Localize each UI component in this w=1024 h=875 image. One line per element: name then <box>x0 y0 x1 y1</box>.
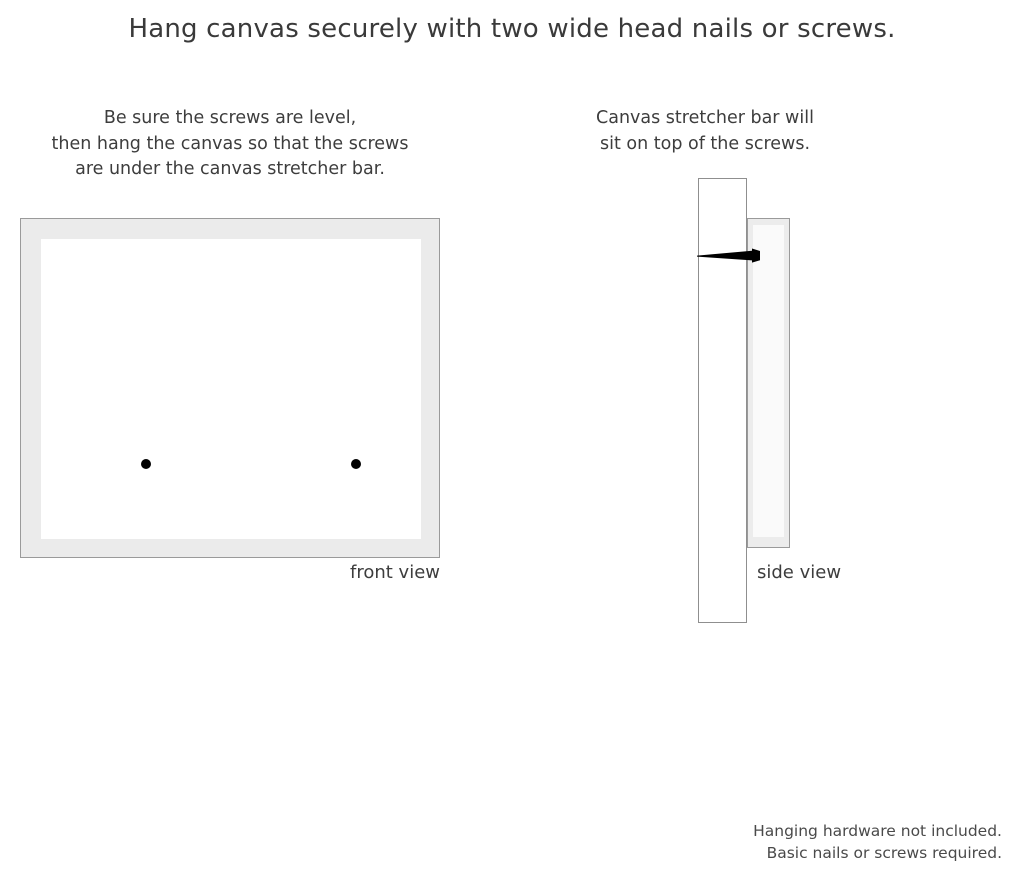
screw-dot-right-icon <box>351 459 361 469</box>
front-caption-line-3: are under the canvas stretcher bar. <box>75 159 385 179</box>
side-view-screw-icon <box>697 243 767 267</box>
side-view-caption: Canvas stretcher bar will sit on top of … <box>575 106 835 157</box>
front-caption-line-2: then hang the canvas so that the screws <box>51 133 409 154</box>
side-caption-line-1: Canvas stretcher bar will <box>596 108 814 128</box>
front-view-canvas-frame <box>20 218 440 558</box>
front-view-label: front view <box>350 562 440 583</box>
side-caption-line-2: sit on top of the screws. <box>599 133 811 154</box>
front-caption-line-1: Be sure the screws are level, <box>103 108 357 128</box>
side-view-canvas-inner <box>753 225 784 537</box>
front-view-canvas-face <box>41 239 421 539</box>
footer-line-1: Hanging hardware not included. <box>753 822 1002 840</box>
side-view-canvas-stretcher-bar <box>747 218 790 548</box>
side-view-label: side view <box>757 562 842 583</box>
screw-dot-left-icon <box>141 459 151 469</box>
front-view-caption: Be sure the screws are level, then hang … <box>20 106 440 183</box>
footer-line-2: Basic nails or screws required. <box>766 844 1002 862</box>
footer-note: Hanging hardware not included. Basic nai… <box>753 820 1002 864</box>
page-title: Hang canvas securely with two wide head … <box>128 14 896 44</box>
